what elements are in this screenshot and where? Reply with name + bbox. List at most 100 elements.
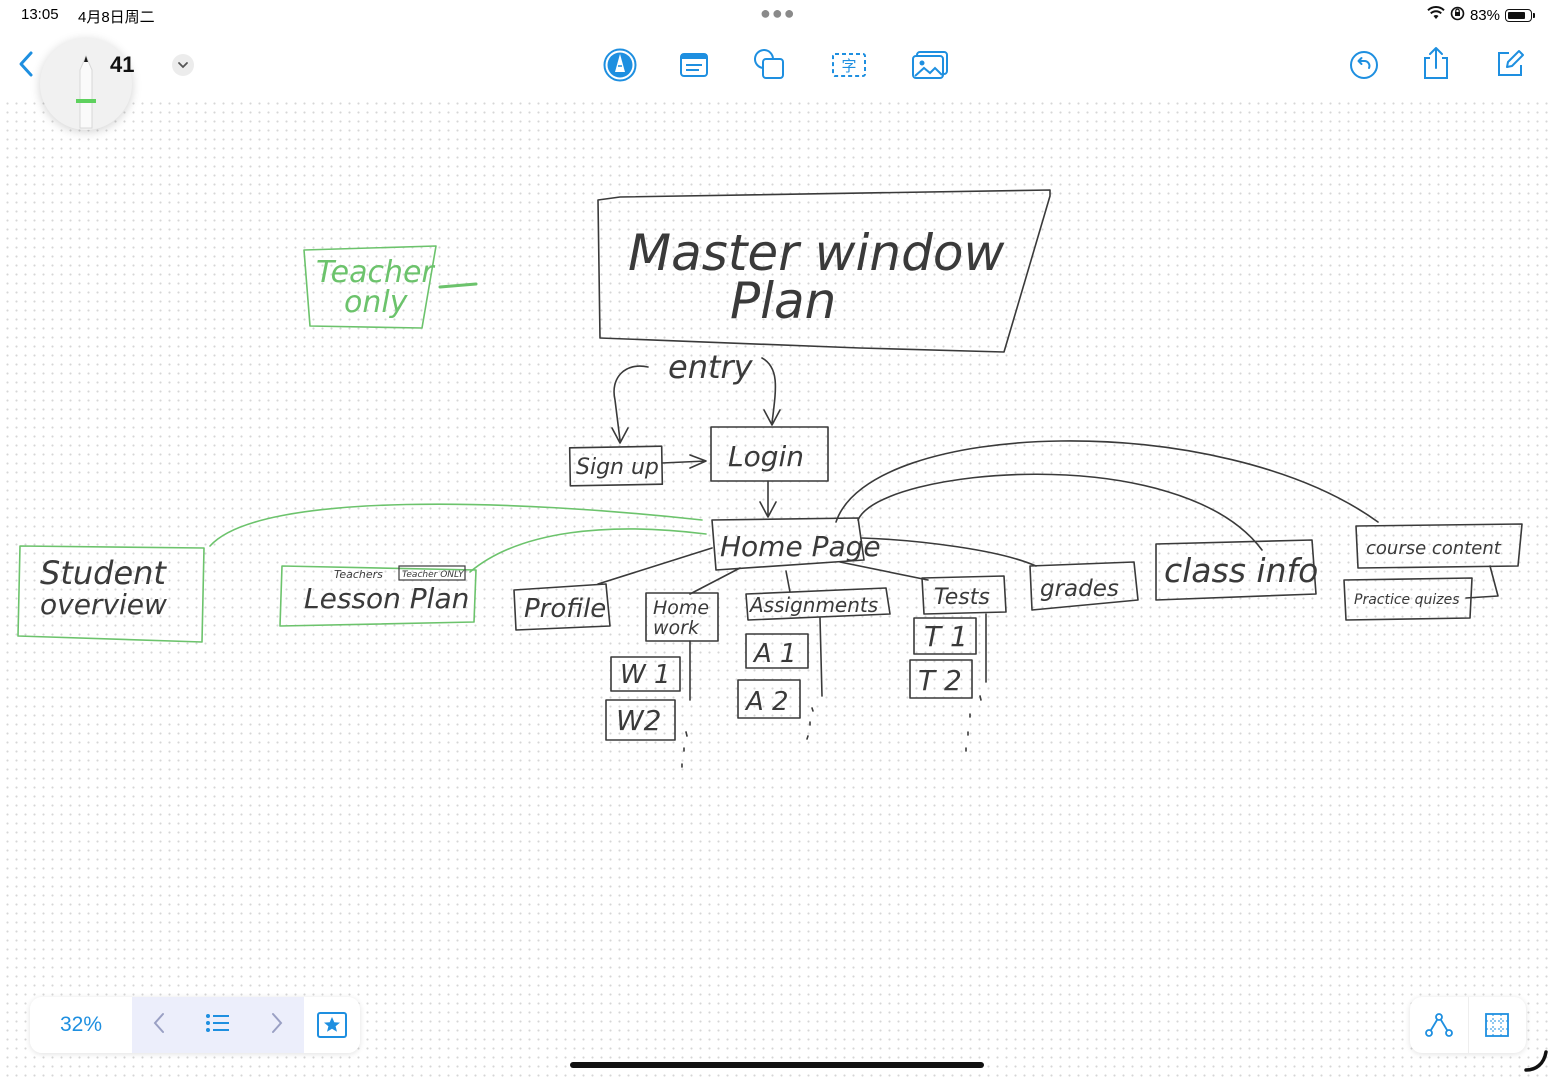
w2-label: W2 [616,704,662,737]
status-bar: 13:05 4月8日周二 ●●● 83% [0,0,1554,32]
login-box [710,426,829,482]
signup-login-arrow [661,454,707,469]
teacher-only-tag-box [398,565,466,581]
document-title[interactable]: 41 [110,52,135,77]
student-overview-label-1: Student [40,554,167,592]
share-icon[interactable] [1416,43,1456,83]
lesson-plan-box [279,565,477,627]
grades-label: grades [1040,576,1119,602]
arc-home-course [835,440,1379,523]
entry-arrow-right [761,357,781,426]
undo-icon[interactable] [1344,45,1384,85]
resize-handle-icon[interactable] [1522,1050,1550,1074]
title-box [597,189,1051,353]
tests-label: Tests [934,585,990,610]
assignments-stem [819,617,823,697]
grades-box [1029,561,1139,611]
scene-nav-group [132,997,304,1053]
pencil-icon [76,54,96,129]
class-info-label: class info [1164,551,1318,590]
class-info-box [1155,539,1317,601]
status-time: 13:05 [21,6,59,23]
w1-label: W 1 [620,660,671,690]
student-overview-box [17,545,205,643]
home-page-box [711,517,865,571]
text-box-icon[interactable]: 字 [829,45,869,85]
course-content-label: course content [1366,538,1502,559]
t-dots [965,695,982,752]
line-home-homework [689,567,741,595]
arc-home-student [209,503,703,547]
course-content-box [1355,523,1523,569]
status-indicators: 83% [1427,5,1535,25]
w2-box [605,699,676,741]
title-line-1: Master window [628,224,1004,282]
a2-box [737,679,801,719]
login-label: Login [728,440,804,473]
teacher-only-legend-2: only [344,285,409,320]
connector-icon[interactable] [1410,997,1468,1053]
home-indicator[interactable] [570,1062,984,1068]
wifi-icon [1427,6,1445,24]
course-practice-link [1465,565,1499,599]
new-board-icon[interactable] [1490,44,1530,84]
teacher-only-tag-label: Teacher ONLY [402,570,465,580]
shapes-icon[interactable] [750,45,790,85]
t1-box [913,617,977,655]
assignments-label: Assignments [748,593,878,617]
sign-up-box [568,445,664,487]
svg-text:字: 字 [841,57,856,75]
multitasking-dots-icon[interactable]: ●●● [760,3,796,23]
teachers-small-label: Teachers [334,568,383,581]
status-date: 4月8日周二 [78,9,155,26]
arc-home-lesson [469,528,707,573]
home-page-label: Home Page [720,530,881,563]
prev-scene-icon[interactable] [152,1012,166,1039]
homework-label-1: Home [653,597,709,619]
w1-box [610,656,681,692]
scene-navigator: 32% [30,997,360,1053]
pen-tool-icon[interactable] [600,45,640,85]
battery-percent: 83% [1469,6,1500,24]
teacher-legend-dash [438,282,478,289]
lesson-plan-label: Lesson Plan [304,582,469,615]
sign-up-label: Sign up [576,455,659,480]
teacher-only-legend-1: Teacher [316,255,435,290]
grid-icon[interactable] [1467,997,1527,1053]
orientation-lock-icon [1450,6,1465,25]
tests-box [921,575,1007,615]
scene-list-icon[interactable] [205,1013,231,1038]
next-scene-icon[interactable] [270,1012,284,1039]
line-home-assignments [785,570,791,593]
a1-box [745,633,809,669]
battery-fill [1508,11,1525,19]
arc-home-classinfo [857,473,1263,551]
zoom-level-button[interactable]: 32% [30,997,132,1053]
title-chevron-down-icon[interactable] [172,54,194,76]
assignments-box [745,587,891,621]
profile-box [513,583,611,631]
canvas-board[interactable] [0,96,1554,1080]
battery-icon [1505,8,1535,22]
title-line-2: Plan [730,272,836,330]
a-dots [806,707,814,740]
back-chevron-icon[interactable] [6,44,46,84]
practice-quizzes-label: Practice quizes [1354,592,1460,608]
login-home-arrow [759,480,777,518]
favorite-scenes-icon[interactable] [304,997,360,1053]
t1-label: T 1 [924,620,968,653]
profile-label: Profile [524,594,606,624]
sticky-note-icon[interactable] [674,45,714,85]
entry-label: entry [668,348,754,386]
homework-label-2: work [653,617,700,639]
line-home-profile [597,547,713,585]
pencil-widget[interactable] [40,38,132,130]
t2-box [909,659,973,699]
media-icon[interactable] [910,45,950,85]
t2-label: T 2 [918,664,962,697]
a2-label: A 2 [744,687,789,717]
line-home-grades [861,537,1037,567]
entry-arrow-left [611,365,649,444]
w-dots [681,731,688,768]
